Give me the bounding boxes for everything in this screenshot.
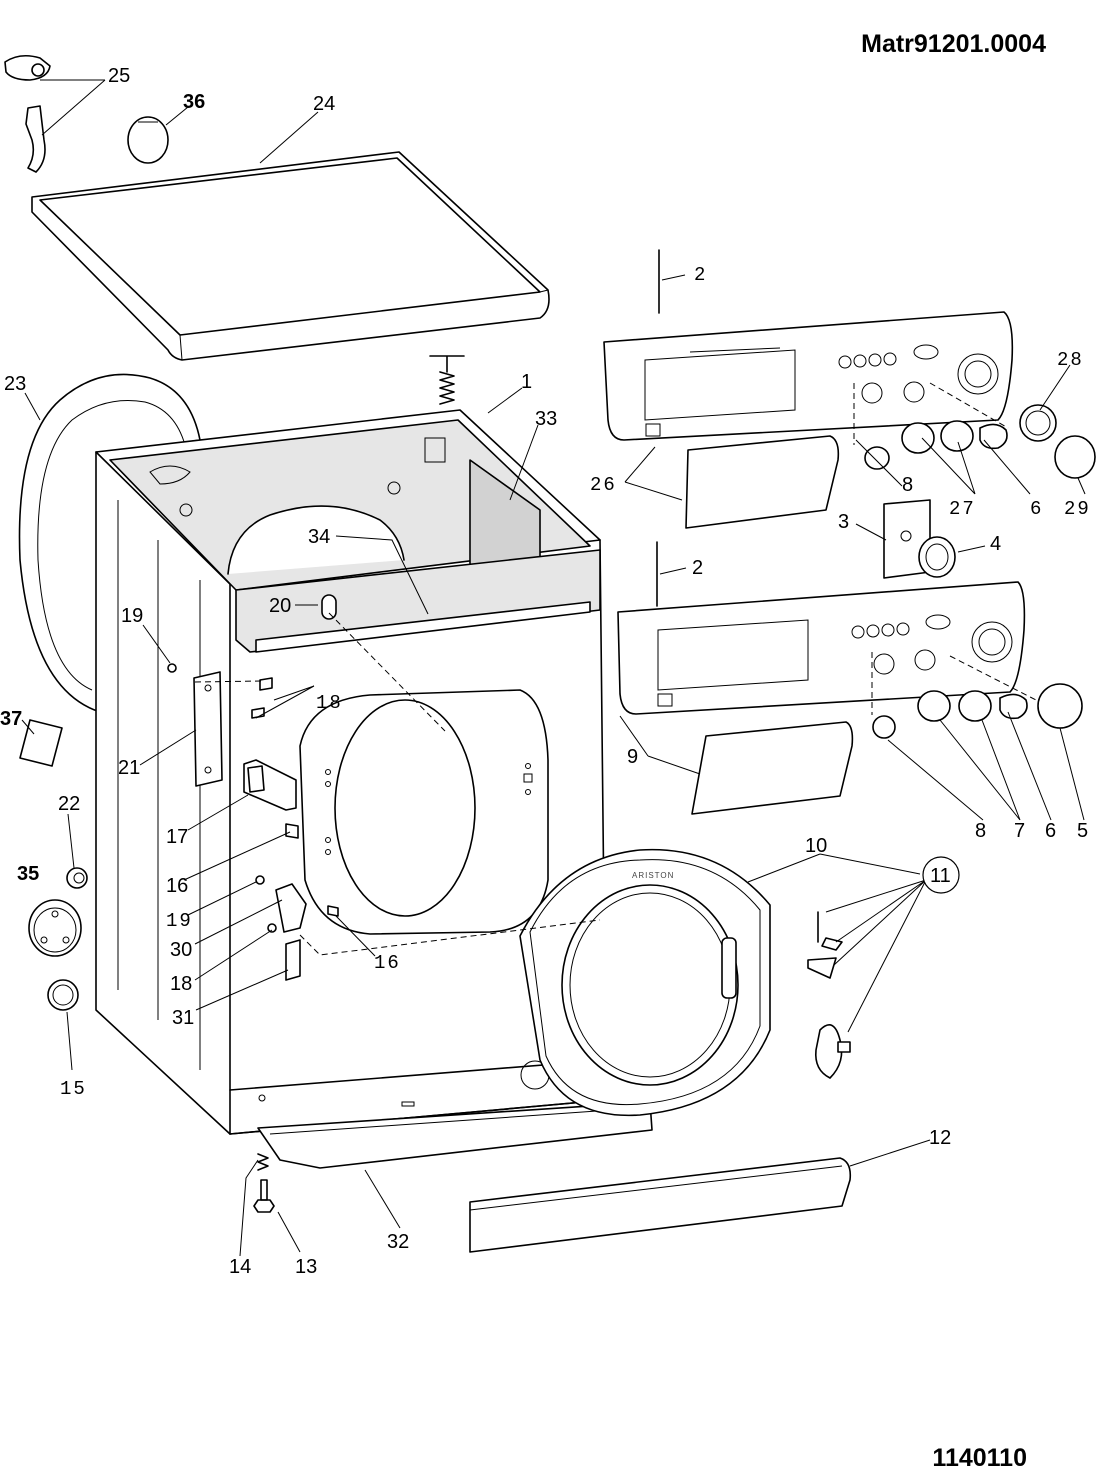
label-20: 20 xyxy=(269,595,291,617)
label-25: 25 xyxy=(108,65,130,87)
part-19b-screw xyxy=(255,875,265,885)
label-17: 17 xyxy=(166,826,188,848)
part-13-foot xyxy=(253,1179,275,1213)
label-31: 31 xyxy=(172,1007,194,1029)
part-8-button-upper xyxy=(864,446,890,470)
part-spring-top xyxy=(429,355,465,405)
label-6-top: 6 xyxy=(1030,498,1043,520)
part-labels: 25 36 24 23 1 33 34 20 19 18 37 21 22 17… xyxy=(0,65,1091,1278)
part-6-knob-lower xyxy=(999,693,1028,720)
label-36: 36 xyxy=(183,91,205,113)
label-8-top: 8 xyxy=(902,474,913,496)
label-1: 1 xyxy=(521,371,532,393)
assembly-lines xyxy=(194,382,1037,956)
part-26-control-panel xyxy=(603,311,1014,441)
drawing-number: 1140110 xyxy=(932,1444,1027,1472)
label-13: 13 xyxy=(295,1256,317,1278)
part-9-control-panel xyxy=(617,581,1026,715)
label-4: 4 xyxy=(990,533,1001,555)
part-28-ring xyxy=(1019,404,1057,442)
part-17-hinge xyxy=(243,759,297,811)
label-30: 30 xyxy=(170,939,192,961)
part-29-knob xyxy=(1054,435,1096,479)
label-9: 9 xyxy=(627,746,638,768)
label-10: 10 xyxy=(805,835,827,857)
part-23-back-panel xyxy=(18,373,201,713)
label-27: 27 xyxy=(949,498,976,520)
label-29: 29 xyxy=(1064,498,1091,520)
part-18b-screw xyxy=(267,923,277,933)
label-34: 34 xyxy=(308,526,330,548)
part-20-badge xyxy=(321,594,337,620)
part-35-cover xyxy=(28,899,82,957)
door-brand-text: ARISTON xyxy=(632,871,674,880)
part-4-lamp xyxy=(918,536,956,578)
matr-code: Matr91201.0004 xyxy=(861,30,1046,58)
part-24-top-cover xyxy=(31,151,550,361)
part-12-kickplate xyxy=(469,1157,852,1253)
part-30-lock xyxy=(275,883,307,933)
part-6-knob-upper xyxy=(979,423,1008,450)
label-5: 5 xyxy=(1077,820,1088,842)
label-37: 37 xyxy=(0,708,22,730)
label-23: 23 xyxy=(4,373,26,395)
part-25-hinge-clip xyxy=(4,54,51,173)
part-15-clamp xyxy=(47,979,79,1011)
part-9-drawer-handle xyxy=(691,721,854,815)
label-33: 33 xyxy=(535,408,557,430)
part-36-cap xyxy=(127,116,169,164)
label-8-bottom: 8 xyxy=(975,820,986,842)
part-1-cabinet xyxy=(95,409,607,1135)
label-3: 3 xyxy=(838,511,849,533)
label-16: 16 xyxy=(166,875,188,897)
label-32: 32 xyxy=(387,1231,409,1253)
label-15: 15 xyxy=(60,1078,87,1100)
label-14: 14 xyxy=(229,1256,251,1278)
label-22: 22 xyxy=(58,793,80,815)
label-26: 26 xyxy=(590,474,617,496)
part-22-grommet xyxy=(66,867,88,889)
leader-lines xyxy=(21,79,1086,1257)
label-18: 18 xyxy=(316,692,343,714)
part-14-spring xyxy=(257,1153,269,1171)
label-16b: 16 xyxy=(374,952,401,974)
label-2-bottom: 2 xyxy=(692,557,703,579)
label-6-bottom: 6 xyxy=(1045,820,1056,842)
label-19: 19 xyxy=(121,605,143,627)
part-26-drawer-handle xyxy=(685,435,840,529)
label-18b: 18 xyxy=(170,973,192,995)
part-21-hinge-plate xyxy=(193,671,223,787)
label-2-top: 2 xyxy=(694,264,707,286)
label-12: 12 xyxy=(929,1127,951,1149)
part-27-knobs-upper xyxy=(901,420,974,454)
label-28: 28 xyxy=(1057,349,1084,371)
part-8-button-lower xyxy=(872,715,896,739)
label-7: 7 xyxy=(1014,820,1025,842)
part-19-screw xyxy=(167,663,177,673)
label-21: 21 xyxy=(118,757,140,779)
label-24: 24 xyxy=(313,93,335,115)
part-37-label xyxy=(19,719,63,767)
part-10-door: ARISTON xyxy=(519,848,771,1117)
part-5-knob xyxy=(1037,683,1083,729)
part-31-bracket xyxy=(285,939,301,981)
part-16-pins xyxy=(285,823,339,917)
label-35: 35 xyxy=(17,863,39,885)
part-7-knobs-lower xyxy=(917,690,992,722)
part-11-callout-circle xyxy=(922,856,960,894)
label-11: 11 xyxy=(930,865,951,887)
label-19b: 19 xyxy=(166,910,193,932)
